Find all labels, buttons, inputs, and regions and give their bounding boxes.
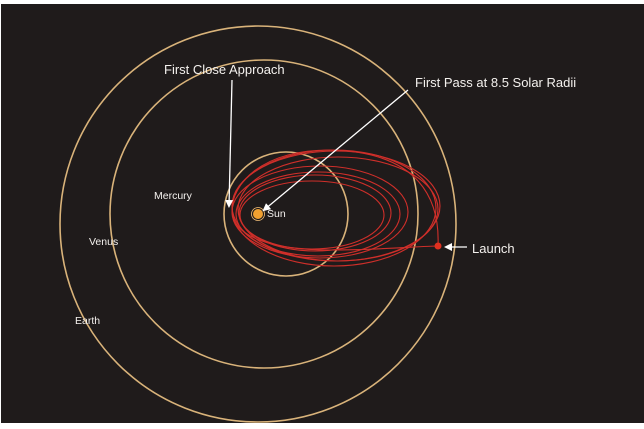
first-pass-arrow	[262, 89, 409, 212]
trajectory-loop	[237, 156, 439, 262]
spacecraft-trajectory	[231, 149, 441, 267]
trajectory-loop	[231, 149, 439, 251]
trajectory-loop	[238, 174, 392, 252]
mercury-label: Mercury	[154, 190, 192, 202]
venus-orbit	[109, 59, 419, 369]
mercury-orbit	[223, 151, 349, 277]
trajectory-loop	[235, 171, 401, 257]
trajectory-loop	[239, 180, 385, 250]
venus-label: Venus	[89, 236, 119, 248]
first-close-approach-label: First Close Approach	[164, 62, 285, 77]
sun-marker	[253, 209, 263, 219]
first-pass-label: First Pass at 8.5 Solar Radii	[415, 75, 577, 90]
trajectory-loop	[231, 150, 441, 262]
launch-point	[434, 242, 442, 250]
first-close-approach-arrow	[225, 79, 234, 208]
sun-label: Sun	[267, 208, 286, 220]
earth-orbit	[59, 25, 457, 423]
sun-glow	[251, 207, 265, 221]
launch-label: Launch	[472, 241, 515, 256]
earth-label: Earth	[75, 315, 101, 327]
